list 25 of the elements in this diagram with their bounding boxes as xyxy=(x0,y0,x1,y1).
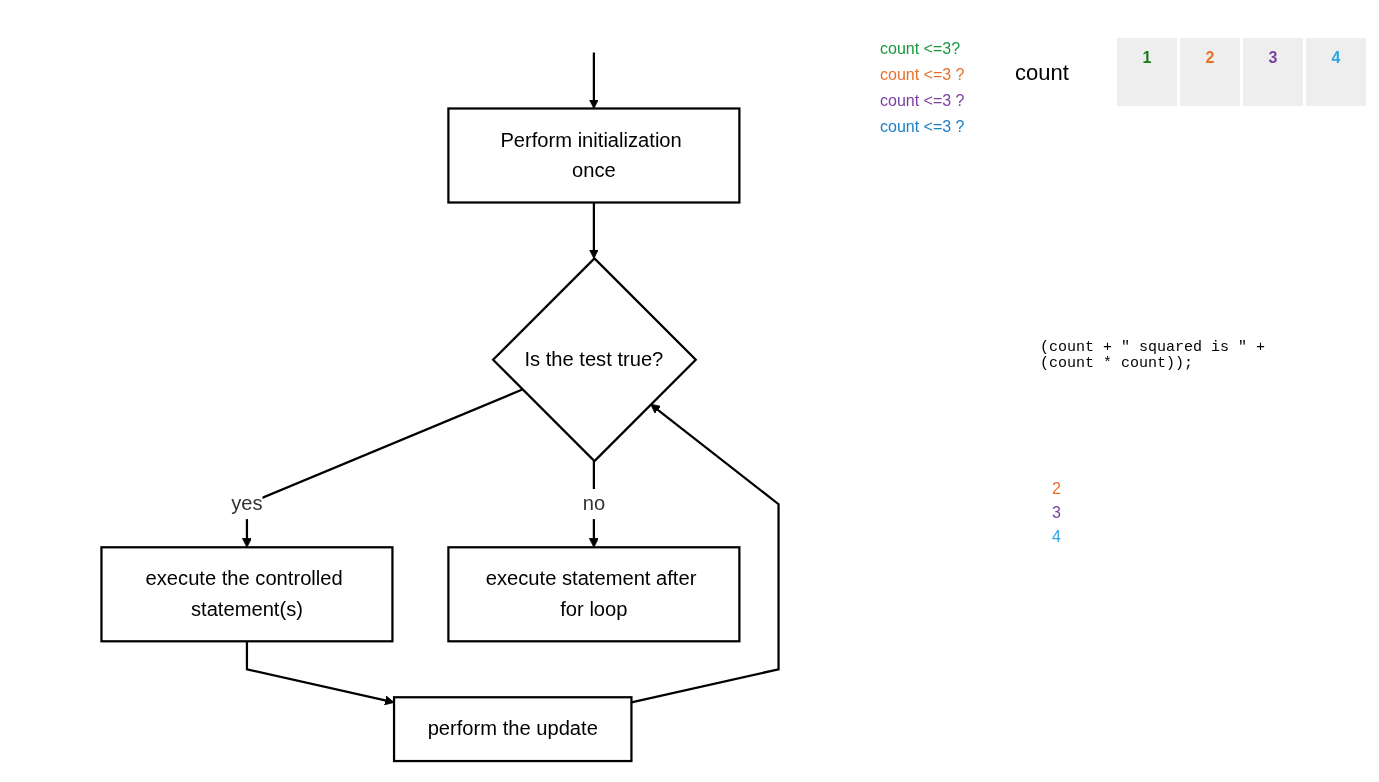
value-text: 3 xyxy=(1052,504,1061,522)
arrow xyxy=(242,388,523,548)
node-box: Perform initialization once xyxy=(447,107,741,204)
condition-text: count <=3? xyxy=(880,40,961,58)
variable-name: count xyxy=(1015,60,1069,86)
arrow xyxy=(588,52,599,109)
condition-text: count <=3 ? xyxy=(880,66,965,84)
code-text: (count + " squared is " + (count * count)); xyxy=(1040,340,1267,372)
arrow xyxy=(245,641,395,706)
edge-label: no xyxy=(582,492,606,515)
node-box: execute statement after for loop xyxy=(447,546,741,643)
value-text: 4 xyxy=(1052,528,1061,546)
edge-label: yes xyxy=(231,492,263,515)
value-cell: 2 xyxy=(1180,38,1240,106)
value-cell: 1 xyxy=(1117,38,1177,106)
arrow xyxy=(588,202,599,259)
condition-text: count <=3 ? xyxy=(880,92,965,110)
node-box: execute the controlled statement(s) xyxy=(100,546,394,643)
node-box: perform the update xyxy=(392,696,633,763)
node-diamond: Is the test true? xyxy=(491,256,698,463)
value-text: 2 xyxy=(1052,480,1061,498)
arrow xyxy=(631,403,780,704)
condition-text: count <=3 ? xyxy=(880,118,965,136)
value-cell: 4 xyxy=(1306,38,1366,106)
value-cell: 3 xyxy=(1243,38,1303,106)
